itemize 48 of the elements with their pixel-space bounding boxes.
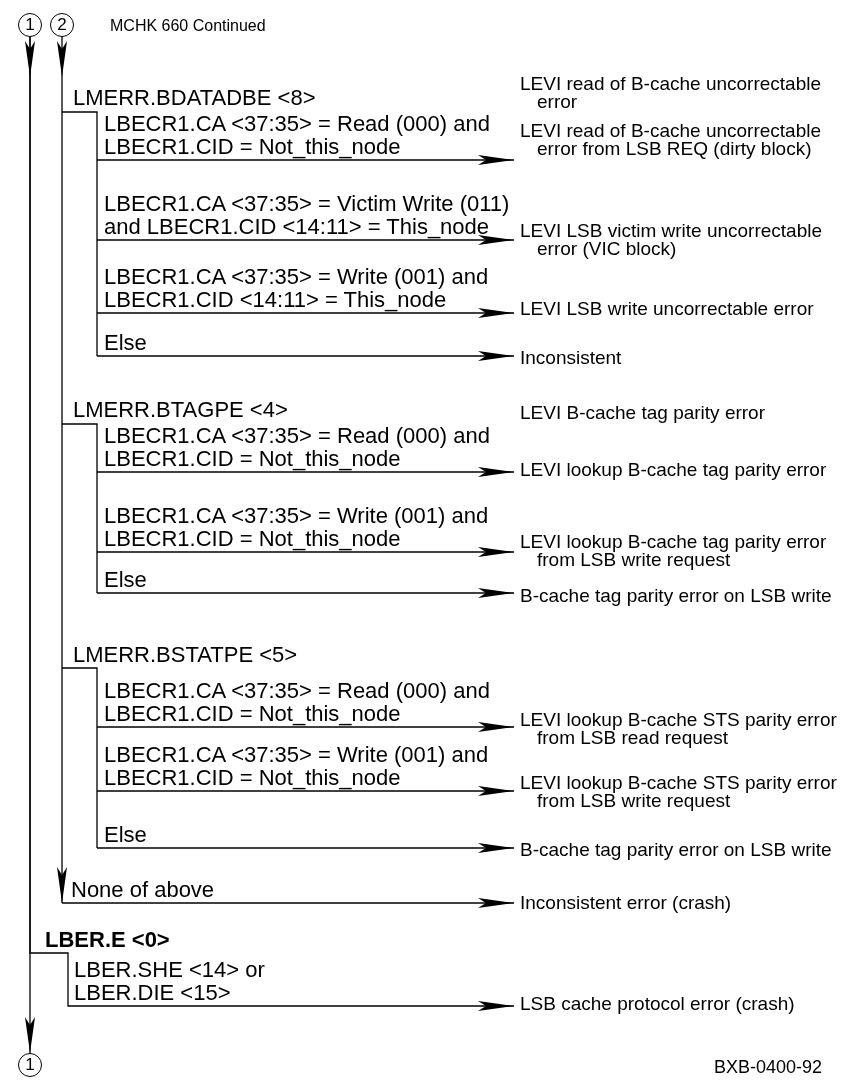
outcome-text: B-cache tag parity error on LSB write — [514, 841, 842, 859]
arrow — [96, 786, 515, 796]
condition-text: Else — [97, 823, 514, 848]
outcome-text: LEVI LSB victim write uncorrectable error (VIC block) — [514, 222, 842, 258]
condition-text: LBECR1.CA <37:35> = Write (001) and LBECR1.CID = Not_this_node — [97, 743, 514, 791]
arrow — [67, 957, 515, 1011]
connector-circle: 2 — [50, 13, 74, 37]
outcome-text: LEVI lookup B-cache tag parity error from LSB write request — [514, 533, 842, 569]
condition-text: LBECR1.CA <37:35> = Read (000) and LBECR1.CID = Not_this_node — [97, 679, 514, 727]
figure-number: BXB-0400-92 — [713, 1058, 822, 1076]
condition-heading: LMERR.BDATADBE <8> — [73, 86, 316, 109]
condition-heading: LMERR.BTAGPE <4> — [73, 398, 288, 421]
condition-text: LBECR1.CA <37:35> = Write (001) and LBECR1.CID <14:11> = This_node — [97, 265, 514, 313]
arrow — [96, 308, 515, 318]
arrow — [96, 722, 515, 732]
arrow — [96, 588, 515, 598]
condition-text: Else — [97, 331, 514, 356]
connector-circle: 1 — [18, 1053, 42, 1077]
outcome-text: LEVI lookup B-cache tag parity error — [514, 461, 842, 479]
condition-text: LBECR1.CA <37:35> = Read (000) and LBECR1.CID = Not_this_node — [97, 112, 514, 160]
condition-text: LBECR1.CA <37:35> = Victim Write (011) and LBECR1.CID <14:11> = This_node — [97, 192, 514, 240]
arrow — [61, 898, 515, 908]
condition-text: LBECR1.CA <37:35> = Write (001) and LBECR1.CID = Not_this_node — [97, 504, 514, 552]
outcome-text: Inconsistent error (crash) — [514, 894, 842, 912]
condition-text: Else — [97, 568, 514, 593]
outcome-text: LSB cache protocol error (crash) — [514, 995, 842, 1013]
outcome-note: LEVI read of B-cache uncorrectable error — [519, 75, 822, 111]
condition-text: LBECR1.CA <37:35> = Read (000) and LBECR1.CID = Not_this_node — [97, 424, 514, 472]
condition-text: None of above — [62, 878, 514, 903]
arrow — [96, 467, 515, 477]
outcome-note: LEVI B-cache tag parity error — [519, 404, 766, 422]
arrow — [57, 36, 67, 904]
outcome-text: Inconsistent — [514, 349, 842, 367]
arrow — [96, 547, 515, 557]
connector-circle: 1 — [18, 13, 42, 37]
outcome-text: B-cache tag parity error on LSB write — [514, 587, 842, 605]
arrow — [96, 235, 515, 245]
condition-heading: LBER.E <0> — [45, 928, 170, 951]
outcome-text: LEVI lookup B-cache STS parity error from LSB read request — [514, 711, 842, 747]
arrow — [96, 351, 515, 361]
diagram-title: MCHK 660 Continued — [110, 17, 266, 35]
arrow — [96, 843, 515, 853]
arrow — [96, 155, 515, 165]
outcome-text: LEVI LSB write uncorrectable error — [514, 300, 842, 318]
condition-text: LBER.SHE <14> or LBER.DIE <15> — [68, 958, 308, 1006]
condition-heading: LMERR.BSTATPE <5> — [73, 643, 298, 666]
outcome-text: LEVI read of B-cache uncorrectable error from LSB REQ (dirty block) — [514, 122, 842, 158]
outcome-text: LEVI lookup B-cache STS parity error from LSB write request — [514, 774, 842, 810]
